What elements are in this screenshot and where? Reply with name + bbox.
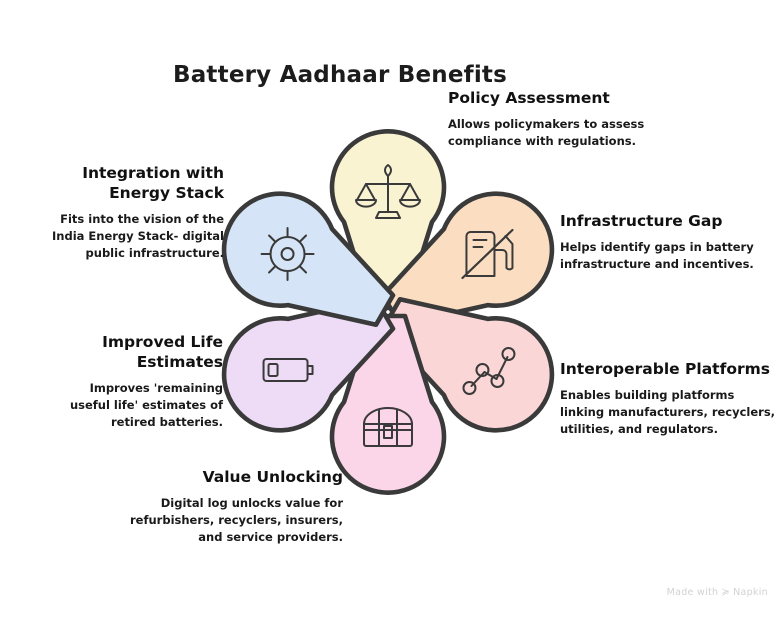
label-policy-assessment: Policy Assessment Allows policymakers to… [448,89,678,150]
heading-infrastructure-gap: Infrastructure Gap [560,212,723,230]
heading-value-unlocking: Value Unlocking [202,468,343,486]
watermark-brand: Napkin [733,587,768,598]
watermark-prefix: Made with [666,587,719,598]
petal-group [204,129,572,495]
label-value-unlocking: Value Unlocking Digital log unlocks valu… [130,468,343,547]
page-title: Battery Aadhaar Benefits [172,62,507,88]
network-graph-icon [462,347,516,395]
gear-sun-icon [260,227,315,281]
heading-interoperable-platforms: Interoperable Platforms [560,360,770,378]
heading-policy-assessment: Policy Assessment [448,89,610,107]
body-interoperable-platforms: Enables building platforms linking manuf… [560,387,776,437]
petal-improved-life-estimates[interactable] [204,266,413,451]
petal-integration-energy-stack[interactable] [204,173,413,358]
body-integration-energy-stack: Fits into the vision of the India Energy… [52,211,224,261]
treasure-chest-icon [363,407,413,447]
heading-integration-energy-stack: Integration with Energy Stack [82,164,224,202]
label-integration-energy-stack: Integration with Energy Stack Fits into … [38,164,224,262]
fuel-pump-slash-icon [461,228,514,280]
heading-improved-life-estimates: Improved Life Estimates [102,333,223,371]
label-interoperable-platforms: Interoperable Platforms Enables building… [560,360,778,439]
napkin-logo-icon: ≽ [721,587,731,598]
low-battery-icon [262,358,314,382]
body-value-unlocking: Digital log unlocks value for refurbishe… [130,495,343,545]
petal-infrastructure-gap[interactable] [363,173,572,358]
label-infrastructure-gap: Infrastructure Gap Helps identify gaps i… [560,212,775,273]
body-infrastructure-gap: Helps identify gaps in battery infrastru… [560,239,754,272]
balance-scale-icon [355,164,421,219]
watermark: Made with ≽ Napkin [667,587,768,598]
body-policy-assessment: Allows policymakers to assess compliance… [448,116,645,149]
petal-interoperable-platforms[interactable] [363,266,572,451]
label-improved-life-estimates: Improved Life Estimates Improves 'remain… [55,333,223,431]
body-improved-life-estimates: Improves 'remaining useful life' estimat… [69,380,223,430]
